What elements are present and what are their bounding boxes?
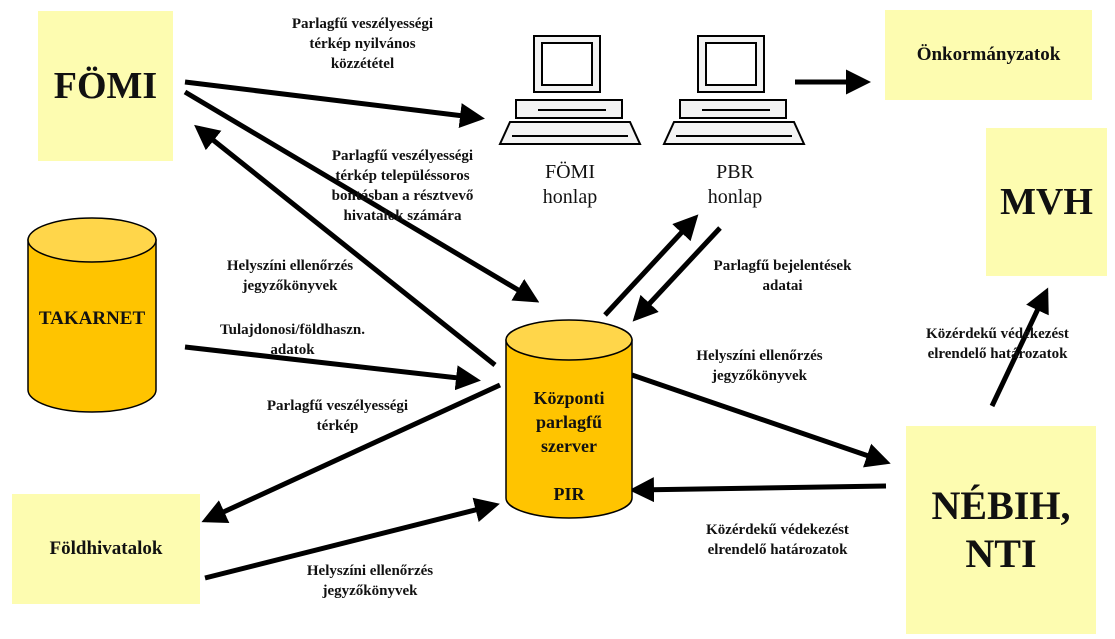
takarnet-cylinder xyxy=(27,217,157,413)
label-owner-data: Tulajdonosi/földhaszn. adatok xyxy=(220,322,365,358)
arrow-pir-to-fomi xyxy=(194,124,497,367)
label-foldhivatalok-reports: Helyszíni ellenőrzés jegyzőkönyvek xyxy=(306,563,434,599)
label-public-map: Parlagfű veszélyességi térkép nyilvános … xyxy=(291,16,434,72)
arrow-takarnet-to-pir xyxy=(184,344,481,391)
arrow-fomi-to-pir xyxy=(183,89,540,303)
label-map-to-foldhivatalok: Parlagfű veszélyességi térkép xyxy=(266,398,409,434)
takarnet-label: TAKARNET xyxy=(38,308,146,329)
label-ragweed-reports: Parlagfű bejelentések adatai xyxy=(713,258,852,294)
fomi-honlap-computer-icon xyxy=(498,35,642,145)
pbr-honlap-caption: PBR honlap xyxy=(707,161,763,208)
arrow-pir-to-nebih xyxy=(631,372,891,468)
arrow-fomi-to-fomi-honlap xyxy=(184,79,485,128)
label-decisions-to-pir: Közérdekű védekezést elrendelő határozat… xyxy=(706,522,849,558)
arrow-foldhivatalok-to-pir xyxy=(204,497,500,581)
pir-cylinder xyxy=(505,319,633,519)
node-nebih: NÉBIH, NTI xyxy=(906,426,1096,634)
pir-server-label: Központi parlagfű szerver xyxy=(533,388,605,456)
pir-label: PIR xyxy=(553,484,585,504)
label-nebih-reports: Helyszíni ellenőrzés jegyzőkönyvek xyxy=(696,348,823,384)
arrow-nebih-to-pir xyxy=(629,477,887,503)
arrow-nebih-to-mvh xyxy=(989,287,1049,408)
fomi-honlap-caption: FÖMI honlap xyxy=(542,161,598,208)
label-map-by-settlement: Parlagfű veszélyességi térkép településs… xyxy=(331,148,474,224)
pbr-honlap-computer-icon xyxy=(662,35,806,145)
arrow-pir-to-pbr-honlap xyxy=(603,214,699,317)
node-mvh: MVH xyxy=(986,128,1107,276)
node-foldhivatalok: Földhivatalok xyxy=(12,494,200,604)
arrow-pbr-honlap-to-pir xyxy=(632,226,722,322)
label-decisions-to-mvh: Közérdekű védekezést elrendelő határozat… xyxy=(926,326,1069,362)
arrow-pir-to-foldhivatalok xyxy=(201,382,502,524)
node-onkormanyzatok: Önkormányzatok xyxy=(885,10,1092,100)
node-fomi: FÖMI xyxy=(38,11,173,161)
label-takarnet-reports: Helyszíni ellenőrzés jegyzőkönyvek xyxy=(226,258,354,294)
